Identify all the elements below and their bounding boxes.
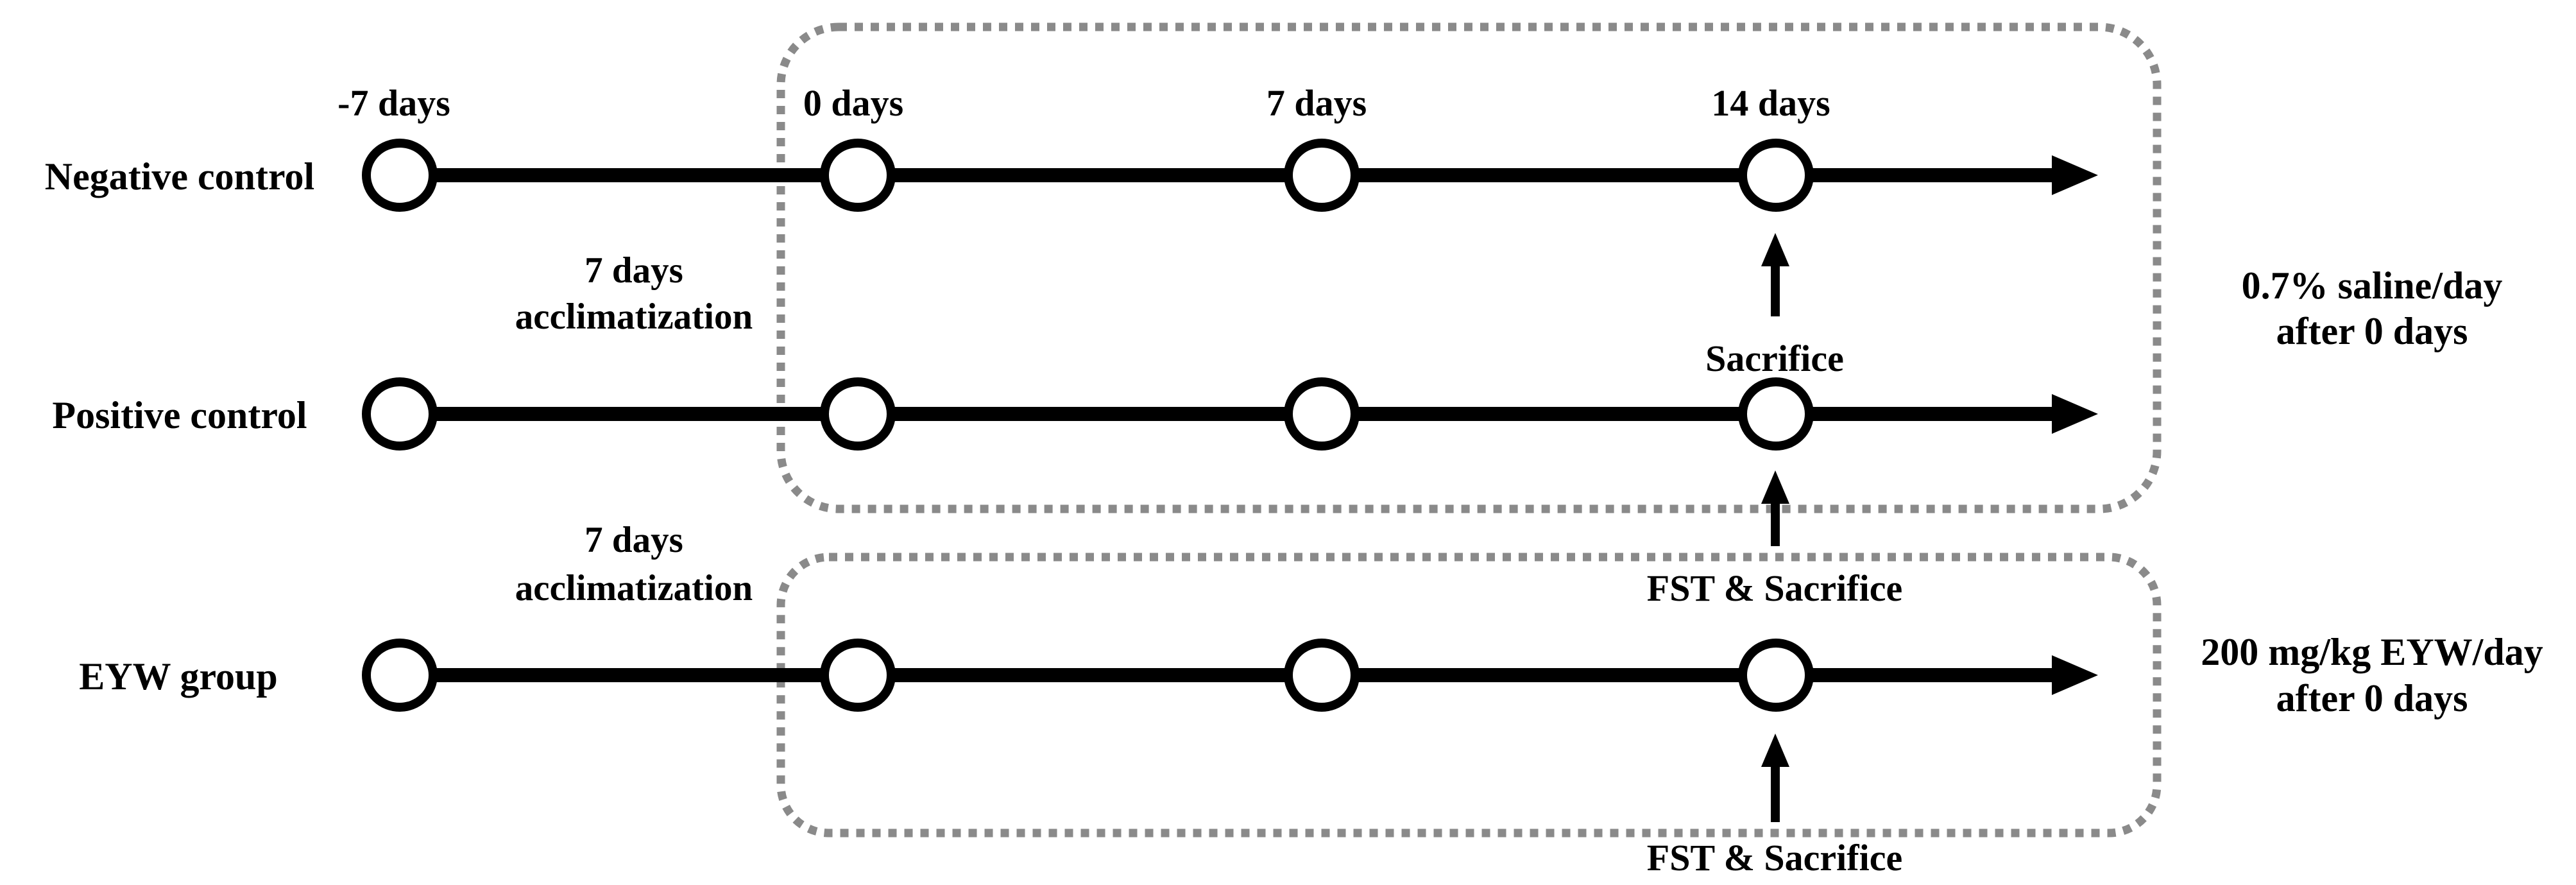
acclimatization-line1: 7 days — [584, 520, 683, 560]
acclimatization-line1: 7 days — [584, 250, 683, 291]
timepoint-circle — [1284, 377, 1360, 451]
timepoint-circle — [1284, 639, 1360, 712]
acclimatization-note-2: 7 days acclimatization — [515, 520, 753, 608]
treatment-phase-box-controls — [776, 22, 2162, 513]
group-label-positive-control: Positive control — [52, 394, 307, 436]
timepoint-label-7: 7 days — [1267, 82, 1367, 124]
sacrifice-arrow-negative — [1761, 233, 1789, 316]
timepoint-label-14: 14 days — [1711, 82, 1830, 124]
timepoint-circle — [820, 139, 896, 212]
timeline-axis — [366, 668, 2056, 682]
saline-treatment-line1: 0.7% saline/day — [2242, 264, 2503, 307]
timeline-negative-control — [366, 155, 2098, 195]
timeline-positive-control — [366, 394, 2098, 434]
fst-sacrifice-label-2: FST & Sacrifice — [1647, 837, 1902, 879]
timepoint-circle — [362, 639, 438, 712]
treatment-note-eyw: 200 mg/kg EYW/day after 0 days — [2201, 631, 2543, 719]
timeline-axis — [366, 168, 2056, 182]
saline-treatment-line2: after 0 days — [2276, 310, 2468, 352]
eyw-treatment-line2: after 0 days — [2276, 677, 2468, 719]
fst-sacrifice-label-1: FST & Sacrifice — [1647, 567, 1902, 609]
treatment-note-saline: 0.7% saline/day after 0 days — [2242, 264, 2503, 352]
timeline-arrowhead-icon — [2052, 155, 2098, 195]
group-label-eyw-group: EYW group — [79, 655, 278, 698]
timepoint-circle — [362, 377, 438, 451]
timepoint-label-0: 0 days — [803, 82, 903, 124]
timepoint-circle — [1738, 139, 1814, 212]
timepoint-circle — [1284, 139, 1360, 212]
eyw-treatment-line1: 200 mg/kg EYW/day — [2201, 631, 2543, 673]
timeline-arrowhead-icon — [2052, 655, 2098, 695]
timepoint-circle — [820, 377, 896, 451]
timeline-eyw-group — [366, 655, 2098, 695]
timeline-arrowhead-icon — [2052, 394, 2098, 434]
timeline-axis — [366, 407, 2056, 421]
fst-sacrifice-arrow-positive — [1761, 470, 1789, 546]
sacrifice-label: Sacrifice — [1705, 338, 1844, 379]
group-label-negative-control: Negative control — [45, 155, 314, 198]
fst-sacrifice-arrow-eyw — [1761, 734, 1789, 822]
acclimatization-line2: acclimatization — [515, 296, 753, 337]
timepoint-circle — [1738, 377, 1814, 451]
acclimatization-note-1: 7 days acclimatization — [515, 250, 753, 337]
timepoint-circle — [362, 139, 438, 212]
timepoint-circle — [820, 639, 896, 712]
timepoint-label-minus7: -7 days — [337, 82, 450, 124]
treatment-phase-box-eyw — [776, 553, 2162, 838]
acclimatization-line2: acclimatization — [515, 568, 753, 608]
timepoint-circle — [1738, 639, 1814, 712]
